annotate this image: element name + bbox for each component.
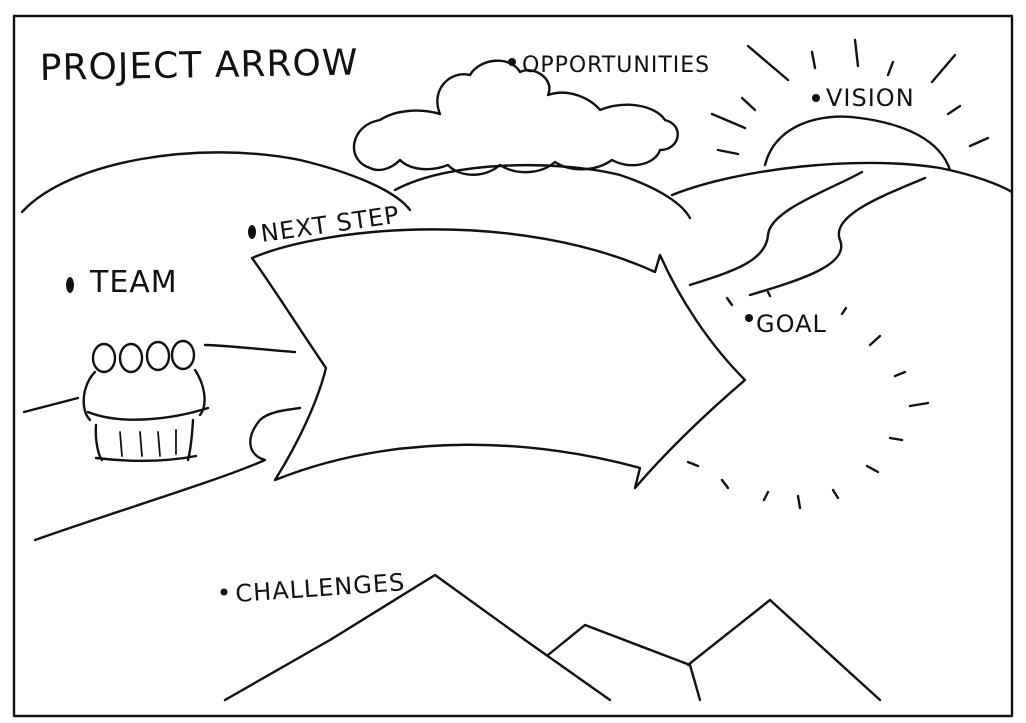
label-vision: VISION [826,84,915,112]
middle-hill [395,165,690,218]
bullet-opportunities [508,58,516,66]
right-hill [672,163,1012,195]
road-left-stub [24,398,78,412]
team-figures [84,341,208,461]
winding-road-lower [750,178,925,295]
label-team: TEAM [89,265,178,300]
label-next-step: NEXT STEP [259,201,402,248]
sketch-frame [14,16,1012,716]
bullet-challenges [221,589,228,596]
label-opportunities: OPPORTUNITIES [522,53,710,78]
left-hill [22,152,410,212]
mountain-middle [548,625,700,700]
page-title: PROJECT ARROW [39,42,358,89]
bullet-next-step [248,225,256,239]
label-goal: GOAL [756,310,827,338]
road-lower-left [35,408,300,540]
mountain-right [688,600,880,700]
bullet-vision [812,94,820,102]
bullet-goal [745,314,753,322]
road-team-connector [205,345,295,352]
next-step-arrow [252,229,745,488]
label-challenges: CHALLENGES [234,568,406,608]
winding-road-upper [690,172,862,285]
bullet-team [66,277,74,293]
